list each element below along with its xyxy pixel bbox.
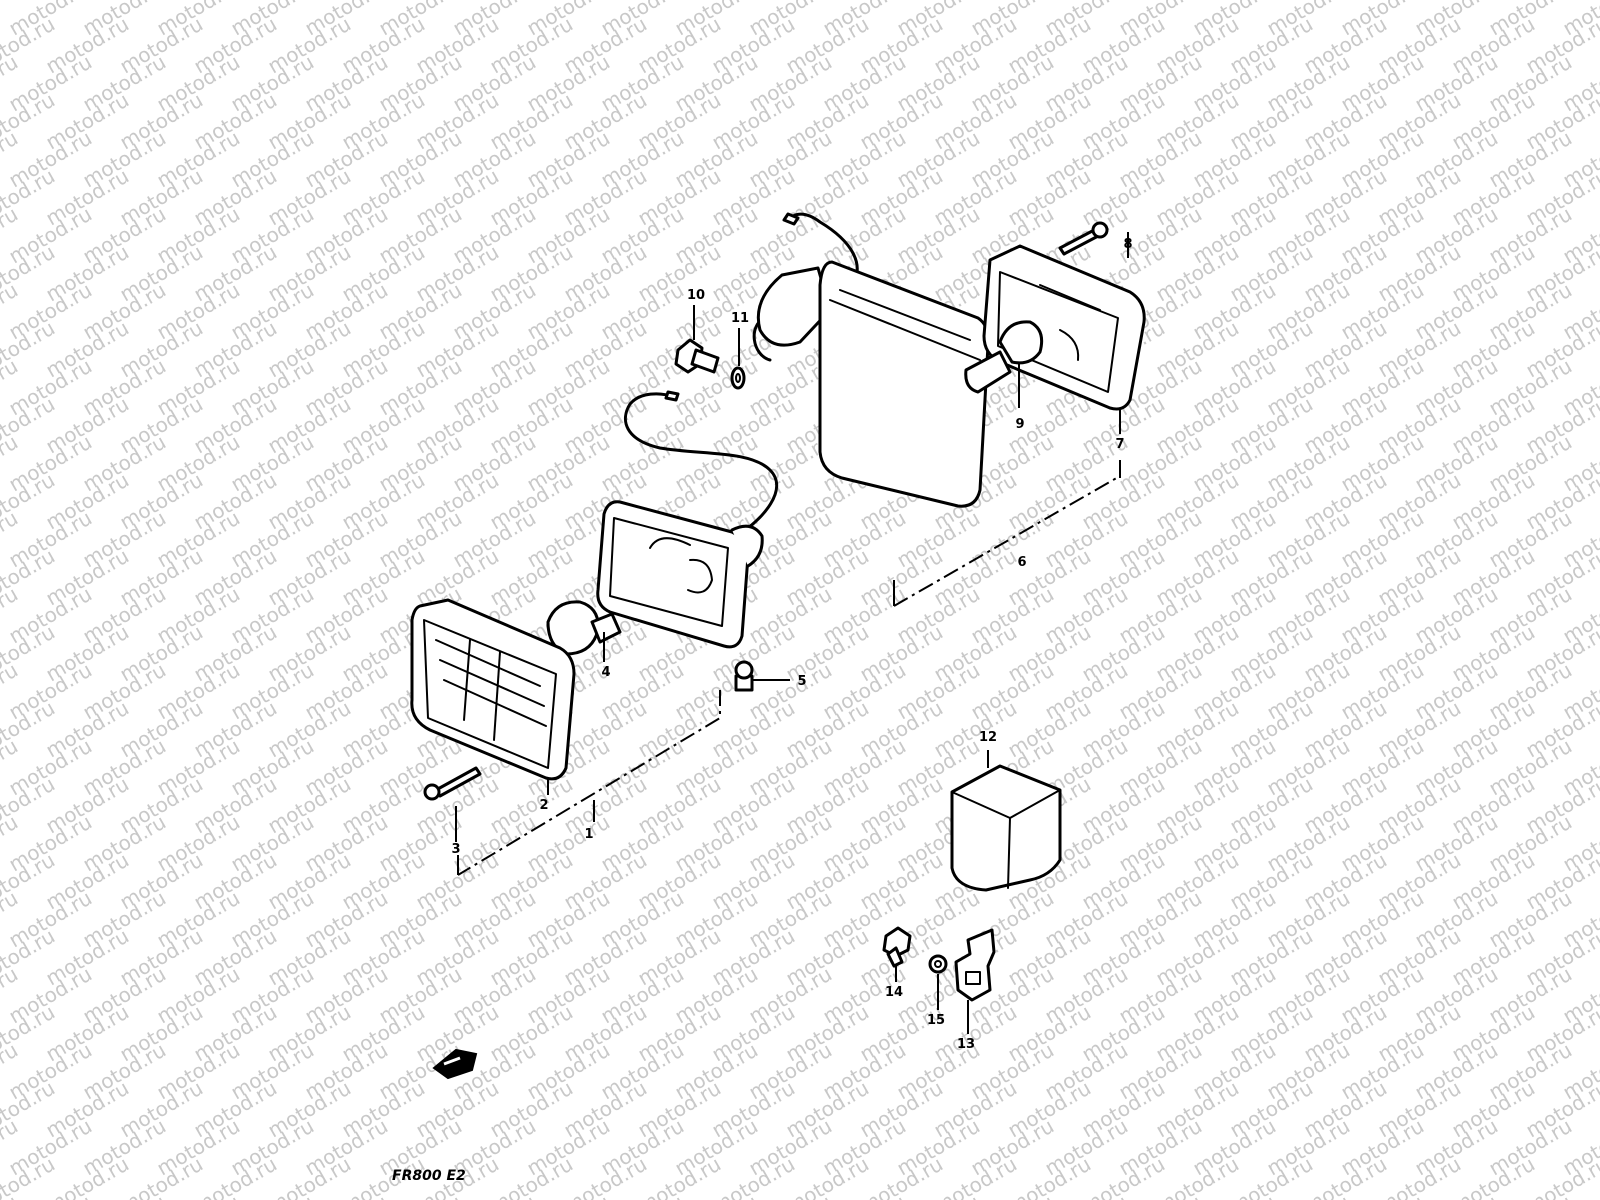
front-bulb (546, 600, 622, 656)
rear-lens (982, 244, 1146, 411)
front-turn-signal-body (596, 390, 779, 649)
flasher-relay (950, 764, 1062, 892)
callout-7: 7 (1115, 437, 1124, 452)
callout-15: 15 (927, 1013, 945, 1028)
callout-13: 13 (957, 1037, 975, 1052)
bolt-10 (674, 338, 720, 374)
callout-9: 9 (1015, 417, 1024, 432)
callout-1: 1 (584, 827, 593, 842)
rear-bulb (964, 320, 1044, 394)
callout-5: 5 (797, 674, 806, 689)
callout-12: 12 (979, 730, 997, 745)
rear-turn-signal-assembly (752, 212, 990, 508)
callout-14: 14 (885, 985, 903, 1000)
lens-screw-front (423, 766, 482, 801)
mounting-bolt-front (734, 660, 754, 692)
relay-bracket (954, 928, 996, 1002)
washer-11 (730, 366, 746, 390)
front-lens (410, 598, 576, 781)
model-code-label: FR800 E2 (392, 1168, 466, 1184)
bolt-14 (882, 926, 912, 968)
washer-15 (928, 954, 948, 974)
callout-8: 8 (1123, 237, 1132, 252)
callout-4: 4 (601, 665, 610, 680)
front-direction-arrow (432, 1048, 478, 1080)
callout-3: 3 (451, 842, 460, 857)
callout-10: 10 (687, 288, 705, 303)
callout-labels: 1 2 3 4 5 6 7 8 9 10 11 12 13 14 15 (451, 237, 1132, 1052)
lens-screw-rear (1058, 221, 1109, 256)
callout-2: 2 (539, 798, 548, 813)
callout-11: 11 (731, 311, 749, 326)
grouping-brackets (457, 460, 1121, 876)
callout-6: 6 (1017, 555, 1026, 570)
